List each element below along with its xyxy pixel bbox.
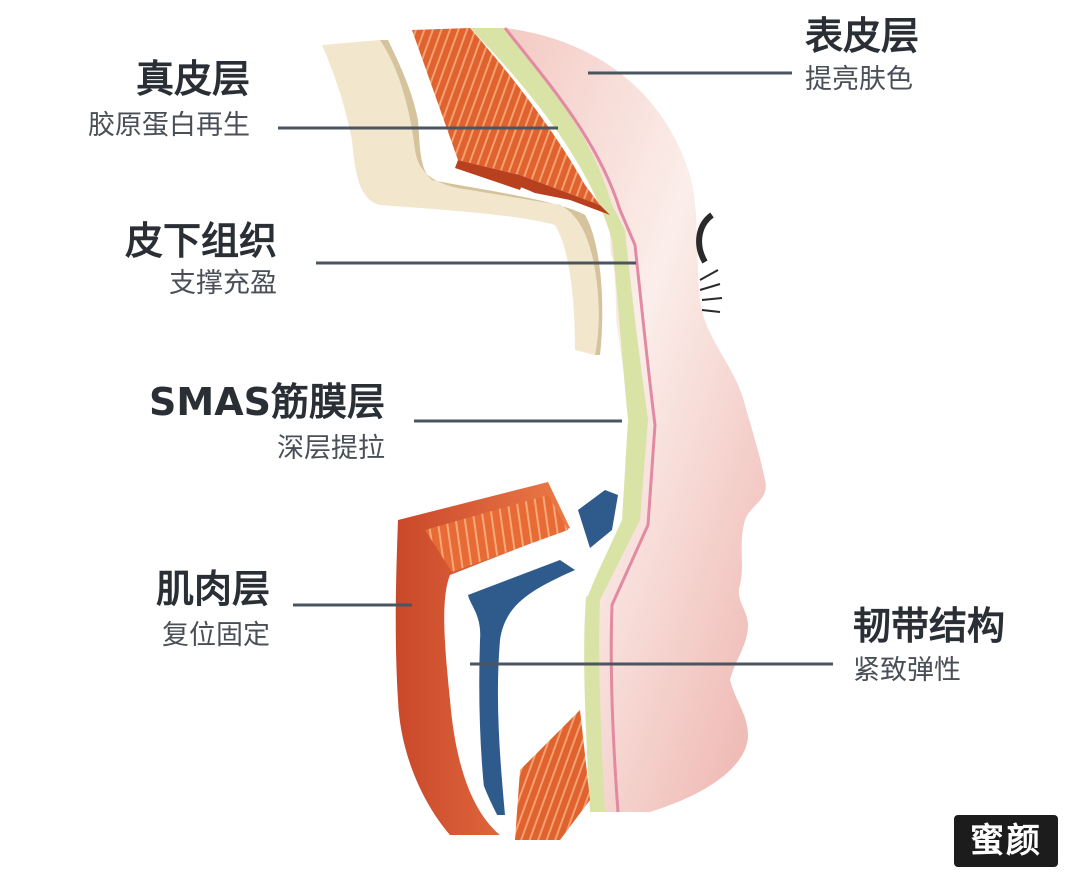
lower-muscle-block (395, 482, 570, 835)
dermis-subtitle: 胶原蛋白再生 (88, 110, 250, 141)
ligament-top-piece (578, 490, 618, 548)
dermis-title: 真皮层 (135, 57, 250, 101)
subcutaneous-title: 皮下组织 (124, 219, 277, 263)
muscle-subtitle: 复位固定 (162, 620, 270, 651)
epidermis-title: 表皮层 (805, 14, 920, 58)
epidermis-subtitle: 提亮肤色 (805, 64, 913, 95)
upper-muscle-edge (455, 160, 610, 215)
eyelash-icon (696, 212, 723, 313)
leader-lines (278, 71, 833, 666)
smas-title: SMAS筋膜层 (149, 380, 385, 424)
watermark-logo: 蜜颜 (954, 815, 1058, 867)
muscle-title: 肌肉层 (155, 567, 270, 611)
upper-fat-layer (322, 40, 599, 355)
smas-subtitle: 深层提拉 (277, 433, 385, 464)
chin-muscle-piece (515, 710, 590, 840)
dermis-pink-line (503, 27, 657, 813)
subcutaneous-subtitle: 支撑充盈 (169, 268, 277, 299)
ligament-title: 韧带结构 (853, 604, 1006, 648)
lower-muscle-stripes (425, 495, 568, 572)
upper-muscle-block (412, 28, 600, 205)
ligament-subtitle: 紧致弹性 (853, 655, 961, 686)
lower-muscle-inner-white (447, 575, 508, 835)
upper-fat-shadow (380, 40, 603, 355)
ligament-band (468, 560, 575, 815)
